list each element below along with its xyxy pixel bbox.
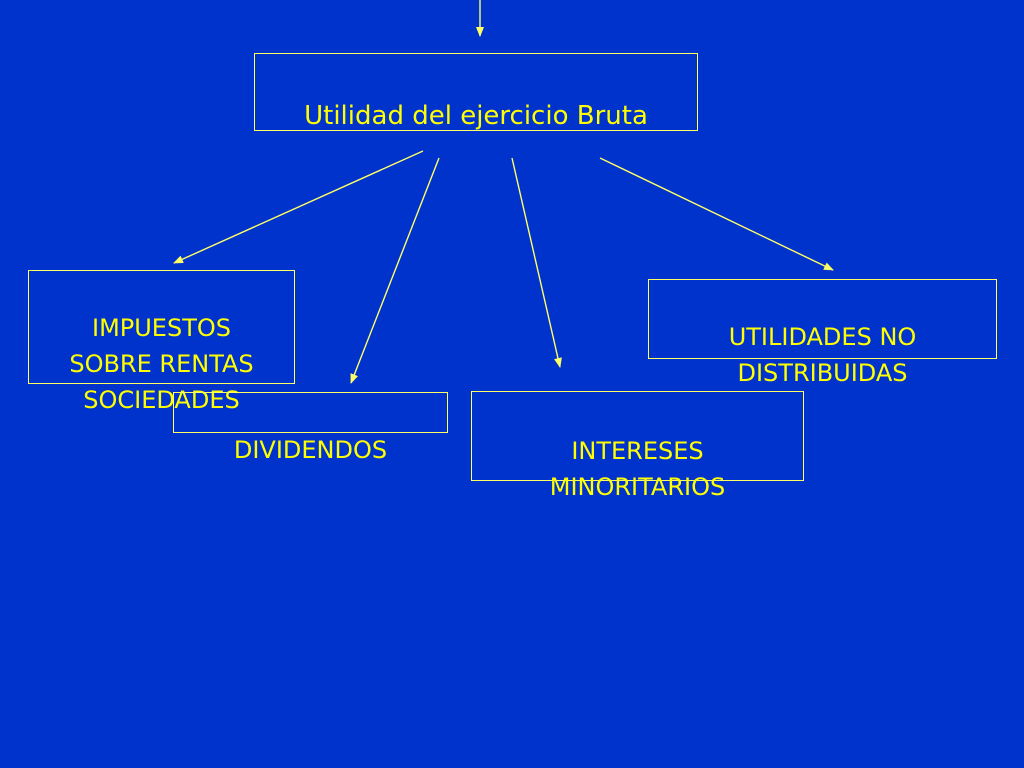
intereses-node-box: INTERESES MINORITARIOS (471, 391, 804, 501)
impuestos-node-label: IMPUESTOS SOBRE RENTAS SOCIEDADES (69, 314, 254, 414)
utilidades-node-box: UTILIDADES NO DISTRIBUIDAS (648, 279, 997, 387)
root-node-box: Utilidad del ejercicio Bruta (254, 53, 698, 131)
utilidades-node-label: UTILIDADES NO DISTRIBUIDAS (728, 323, 917, 387)
dividendos-node-box: DIVIDENDOS (173, 392, 448, 464)
arrow-to-dividendos (350, 157, 440, 384)
arrow-to-intereses (511, 157, 562, 368)
root-node-label: Utilidad del ejercicio Bruta (304, 101, 648, 131)
intereses-node-label: INTERESES MINORITARIOS (549, 437, 726, 501)
dividendos-node-label: DIVIDENDOS (233, 436, 388, 464)
arrow-to-utilidades (599, 157, 834, 271)
impuestos-node-box: IMPUESTOS SOBRE RENTAS SOCIEDADES (28, 270, 295, 414)
arrow-to-impuestos (173, 150, 424, 264)
